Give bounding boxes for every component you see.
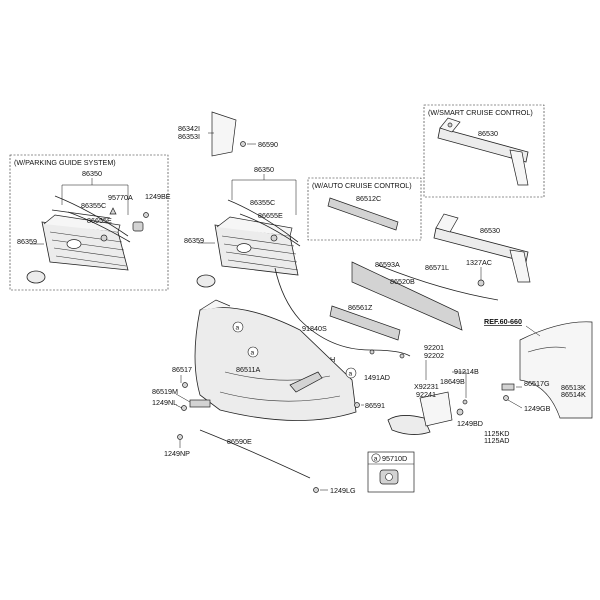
label-86350-parking: 86350 xyxy=(82,169,102,178)
label-86520b: 86520B xyxy=(390,277,415,286)
parking-grille-assembly xyxy=(26,195,149,284)
nut-1327ac-icon xyxy=(477,279,485,287)
clip-icon xyxy=(100,234,108,242)
lower-grille-86561z xyxy=(329,305,401,341)
label-86530-smart: 86530 xyxy=(478,129,498,138)
label-91214b: 91214B xyxy=(454,367,479,376)
label-86519m: 86519M xyxy=(152,387,178,396)
emblem-main-icon xyxy=(196,274,216,288)
emblem-icon xyxy=(26,270,46,284)
label-86561z: 86561Z xyxy=(348,303,373,312)
label-95770a: 95770A xyxy=(108,193,133,202)
bracket-86519m xyxy=(189,399,211,408)
smart-cruise-group-box xyxy=(423,104,545,198)
svg-text:a: a xyxy=(251,350,255,357)
label-86359-parking: 86359 xyxy=(17,237,37,246)
label-86655e-main: 86655E xyxy=(258,211,283,220)
label-86342i: 86342I xyxy=(178,124,200,133)
label-86571l: 86571L xyxy=(425,263,449,272)
label-86511a: 86511A xyxy=(236,365,260,374)
label-1249gb: 1249GB xyxy=(524,404,551,413)
label-86590: 86590 xyxy=(258,140,278,149)
svg-text:a: a xyxy=(236,325,240,332)
bracket-86517g xyxy=(501,383,515,391)
label-86350-main: 86350 xyxy=(254,165,274,174)
strip-86571l xyxy=(377,264,499,301)
label-1249nl: 1249NL xyxy=(152,398,177,407)
bumper-beam-smart xyxy=(437,117,529,186)
smart-cruise-group-title: (W/SMART CRUISE CONTROL) xyxy=(428,108,533,117)
parking-guide-group-title: (W/PARKING GUIDE SYSTEM) xyxy=(14,158,116,167)
label-1491ad: 1491AD xyxy=(364,373,390,382)
label-86530: 86530 xyxy=(480,226,500,235)
label-92201: 92201 xyxy=(424,343,444,352)
main-grille-assembly xyxy=(196,111,301,288)
label-86590e: 86590E xyxy=(227,437,252,446)
lower-lip-86590e xyxy=(199,429,311,479)
label-x92231: X92231 xyxy=(414,382,439,391)
cruise-cover-86512c xyxy=(327,197,399,231)
label-86513k: 86513K xyxy=(561,383,586,392)
grille-side-bracket xyxy=(211,111,237,157)
screw-86591-icon xyxy=(354,402,360,408)
label-1327ac: 1327AC xyxy=(466,258,492,267)
label-86591: 86591 xyxy=(365,401,385,410)
label-86353i: 86353I xyxy=(178,132,200,141)
clip-86517-icon xyxy=(182,382,188,388)
screw-1249np-icon xyxy=(177,434,183,440)
label-86359-main: 86359 xyxy=(184,236,204,245)
parking-sensor-icon xyxy=(132,221,144,232)
auto-cruise-group-title: (W/AUTO CRUISE CONTROL) xyxy=(312,181,412,190)
label-86355c-parking: 86355C xyxy=(81,201,106,210)
label-1125ad: 1125AD xyxy=(484,436,509,445)
energy-absorber xyxy=(351,261,463,331)
label-92241: 92241 xyxy=(416,390,436,399)
fog-lamp-assembly xyxy=(387,391,468,435)
bumper-beam xyxy=(433,213,531,283)
parking-guide-group-box xyxy=(9,154,169,291)
svg-text:a: a xyxy=(374,455,378,462)
callout-a-3: a xyxy=(345,367,357,379)
label-86655e-parking: 86655E xyxy=(87,216,112,225)
label-1249np: 1249NP xyxy=(164,449,190,458)
label-1249be: 1249BE xyxy=(145,192,171,201)
front-bumper-cover xyxy=(194,299,357,421)
label-91840s: 91840S xyxy=(302,324,327,333)
screw-1249gb-icon xyxy=(503,395,509,401)
label-ref-60-660: REF.60-660 xyxy=(484,317,522,326)
label-1249lg: 1249LG xyxy=(330,486,356,495)
label-1125kd: 1125KD xyxy=(484,429,509,438)
label-92202: 92202 xyxy=(424,351,444,360)
label-86355c-main: 86355C xyxy=(250,198,275,207)
front-fender xyxy=(519,321,593,419)
wiring-harness xyxy=(274,267,411,357)
screw-1249nl-icon xyxy=(181,405,187,411)
label-18649b: 18649B xyxy=(440,377,465,386)
screw-86590-icon xyxy=(240,141,246,147)
svg-text:a: a xyxy=(349,371,353,378)
label-86512c: 86512C xyxy=(356,194,381,203)
auto-cruise-group-box xyxy=(307,177,422,241)
screw-1249lg-icon xyxy=(313,487,319,493)
label-95710d: 95710D xyxy=(382,454,407,463)
label-86514k: 86514K xyxy=(561,390,586,399)
callout-a-2: a xyxy=(247,346,259,358)
callout-a-1: a xyxy=(232,321,244,333)
label-1249bd: 1249BD xyxy=(457,419,483,428)
detail-box-95710d: a 95710D xyxy=(367,451,415,493)
label-86593a: 86593A xyxy=(375,260,400,269)
label-86517: 86517 xyxy=(172,365,192,374)
label-86517g: 86517G xyxy=(524,379,550,388)
